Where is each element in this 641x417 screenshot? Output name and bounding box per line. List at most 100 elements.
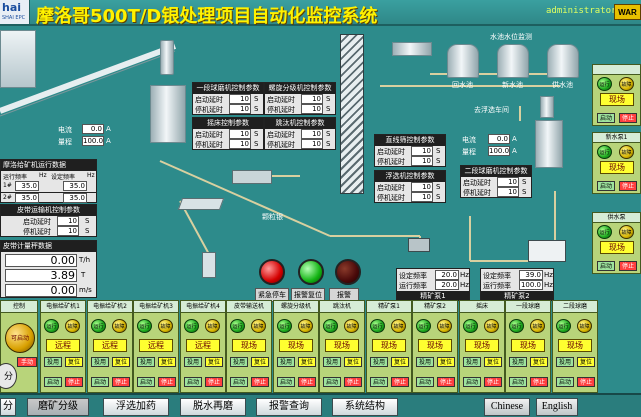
reset-button[interactable]: 复位	[391, 357, 409, 367]
stop-button[interactable]: 停止	[619, 181, 637, 191]
reset-button[interactable]: 复位	[251, 357, 269, 367]
stop-button[interactable]: 停止	[65, 377, 83, 387]
start-button[interactable]: 启动	[463, 377, 481, 387]
enable-button[interactable]: 投用	[184, 357, 202, 367]
enable-button[interactable]: 投用	[44, 357, 62, 367]
stop-button[interactable]: 停止	[391, 377, 409, 387]
stop-button[interactable]: 停止	[530, 377, 548, 387]
feeder-2-set[interactable]: 35.0	[63, 193, 87, 203]
spiral-start-delay[interactable]: 10	[301, 94, 323, 104]
start-button[interactable]: 启动	[416, 377, 434, 387]
supply-water-tank[interactable]	[547, 44, 579, 78]
flotation-start-delay[interactable]: 10	[411, 182, 433, 192]
mode-button[interactable]: 现场	[465, 339, 499, 352]
enable-button[interactable]: 投用	[370, 357, 388, 367]
pump1-set-freq[interactable]: 20.0	[435, 270, 459, 280]
belt-stop-delay[interactable]: 10	[57, 226, 79, 236]
pump-1-graphic[interactable]	[408, 238, 430, 252]
pump-2-graphic[interactable]	[528, 240, 566, 262]
warning-button[interactable]: WAR	[614, 4, 641, 20]
stop-button[interactable]: 停止	[577, 377, 595, 387]
lang-english[interactable]: English	[536, 398, 578, 416]
enable-button[interactable]: 投用	[509, 357, 527, 367]
start-button[interactable]: 启动	[597, 113, 615, 123]
enable-button[interactable]: 投用	[91, 357, 109, 367]
jig-stop-delay[interactable]: 10	[301, 139, 323, 149]
start-button[interactable]: 启动	[91, 377, 109, 387]
mode-button[interactable]: 现场	[418, 339, 452, 352]
enable-button[interactable]: 投用	[137, 357, 155, 367]
mode-button[interactable]: 远程	[139, 339, 173, 352]
return-water-tank[interactable]	[447, 44, 479, 78]
ball-mill-2[interactable]	[535, 120, 563, 168]
reset-button[interactable]: 复位	[344, 357, 362, 367]
mode-button[interactable]: 现场	[600, 93, 634, 106]
mode-button[interactable]: 远程	[93, 339, 127, 352]
new-water-tank[interactable]	[497, 44, 529, 78]
start-button[interactable]: 启动	[184, 377, 202, 387]
mode-button[interactable]: 现场	[600, 241, 634, 254]
emergency-stop-button[interactable]: 紧急停车	[255, 288, 289, 302]
reset-button[interactable]: 复位	[298, 357, 316, 367]
stop-button[interactable]: 停止	[619, 113, 637, 123]
start-button[interactable]: 启动	[509, 377, 527, 387]
table-start-delay[interactable]: 10	[229, 129, 251, 139]
mode-button[interactable]: 现场	[232, 339, 266, 352]
stop-button[interactable]: 停止	[298, 377, 316, 387]
stop-button[interactable]: 停止	[344, 377, 362, 387]
start-button[interactable]: 启动	[277, 377, 295, 387]
start-button[interactable]: 启动	[370, 377, 388, 387]
shaking-table[interactable]	[177, 198, 225, 210]
flotation-stop-delay[interactable]: 10	[411, 192, 433, 202]
sieve-stop-delay[interactable]: 10	[411, 156, 433, 166]
alarm-reset-lamp[interactable]	[298, 259, 324, 285]
ball-mill-1[interactable]	[150, 85, 186, 143]
nav-system[interactable]: 系统结构	[332, 398, 398, 416]
stop-button[interactable]: 停止	[112, 377, 130, 387]
enable-button[interactable]: 投用	[416, 357, 434, 367]
stop-button[interactable]: 停止	[251, 377, 269, 387]
reset-button[interactable]: 复位	[65, 357, 83, 367]
alarm-lamp[interactable]	[335, 259, 361, 285]
mode-button[interactable]: 现场	[372, 339, 406, 352]
mode-knob[interactable]: 分	[0, 363, 17, 389]
start-button[interactable]: 启动	[597, 181, 615, 191]
enable-button[interactable]: 投用	[556, 357, 574, 367]
nav-flotation[interactable]: 浮选加药	[103, 398, 169, 416]
mode-button[interactable]: 现场	[600, 161, 634, 174]
stop-button[interactable]: 停止	[205, 377, 223, 387]
mill2-start-delay[interactable]: 10	[497, 177, 519, 187]
nav-grinding[interactable]: 磨矿分级	[27, 398, 89, 416]
mode-button[interactable]: 现场	[558, 339, 592, 352]
nav-alarm[interactable]: 报警查询	[256, 398, 322, 416]
jig-start-delay[interactable]: 10	[301, 129, 323, 139]
belt-start-delay[interactable]: 10	[57, 216, 79, 226]
stop-button[interactable]: 停止	[158, 377, 176, 387]
stop-button[interactable]: 停止	[619, 261, 637, 271]
mode-button[interactable]: 现场	[325, 339, 359, 352]
feeder-1-set[interactable]: 35.0	[63, 181, 87, 191]
enable-button[interactable]: 投用	[323, 357, 341, 367]
start-button[interactable]: 启动	[323, 377, 341, 387]
manual-button[interactable]: 手动	[17, 357, 37, 367]
pump2-set-freq[interactable]: 39.0	[519, 270, 543, 280]
reset-button[interactable]: 复位	[205, 357, 223, 367]
mode-button[interactable]: 现场	[279, 339, 313, 352]
mill1-stop-delay[interactable]: 10	[229, 104, 251, 114]
reset-button[interactable]: 复位	[158, 357, 176, 367]
mode-button[interactable]: 远程	[46, 339, 80, 352]
stop-button[interactable]: 停止	[437, 377, 455, 387]
mill1-start-delay[interactable]: 10	[229, 94, 251, 104]
start-button[interactable]: 启动	[137, 377, 155, 387]
jig-machine[interactable]	[232, 170, 272, 184]
start-button[interactable]: 启动	[44, 377, 62, 387]
user-name[interactable]: administrator	[546, 6, 617, 16]
enable-button[interactable]: 投用	[463, 357, 481, 367]
start-knob[interactable]: 可启动	[5, 323, 35, 353]
vertical-column[interactable]	[340, 34, 364, 194]
reset-button[interactable]: 复位	[484, 357, 502, 367]
table-stop-delay[interactable]: 10	[229, 139, 251, 149]
start-button[interactable]: 启动	[597, 261, 615, 271]
start-button[interactable]: 启动	[556, 377, 574, 387]
stop-button[interactable]: 停止	[484, 377, 502, 387]
